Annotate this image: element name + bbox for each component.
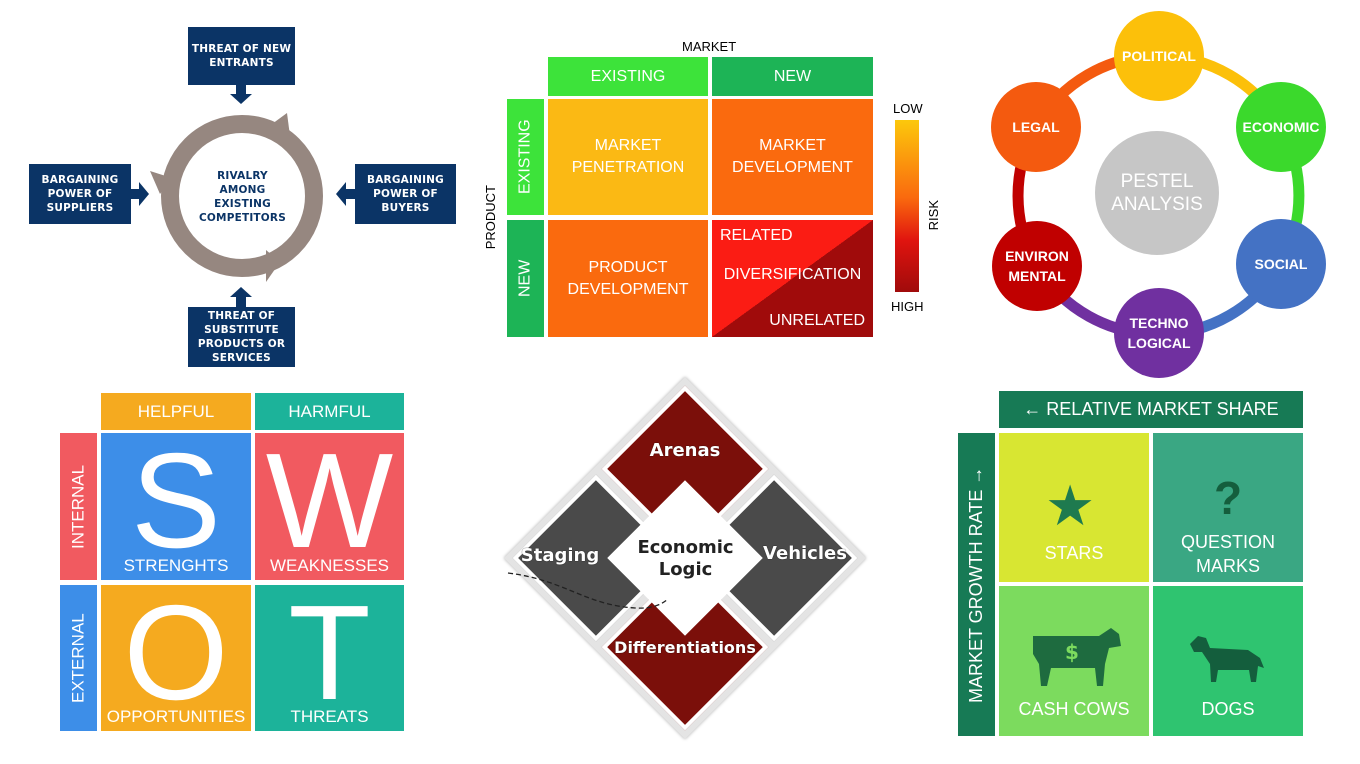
s-letter: S: [130, 425, 222, 576]
t-letter: T: [288, 577, 371, 728]
pestel-center: PESTEL ANALYSIS: [1095, 131, 1219, 255]
col-new: NEW: [712, 57, 873, 96]
cow-icon: $: [1033, 628, 1121, 686]
dogs-label: DOGS: [1201, 699, 1255, 719]
low-risk-label: LOW: [893, 101, 923, 116]
o-letter: O: [123, 577, 229, 728]
strengths-label: STRENGHTS: [123, 556, 229, 575]
row-new: NEW: [507, 220, 544, 337]
harmful-header: HARMFUL: [255, 393, 404, 430]
external-label: EXTERNAL: [60, 585, 97, 731]
buyer-power-box: BARGAINING POWER OF BUYERS: [355, 164, 456, 224]
differentiations-label: Differentiations: [614, 638, 756, 657]
arenas-label: Arenas: [649, 440, 721, 461]
col-existing: EXISTING: [548, 57, 708, 96]
rivalry-label: RIVALRY AMONG EXISTING COMPETITORS: [199, 170, 286, 224]
svg-text:$: $: [1065, 640, 1079, 664]
stars-cell: ★ STARS: [999, 433, 1149, 582]
vehicles-label: Vehicles: [763, 543, 847, 564]
related-label: RELATED: [720, 227, 793, 244]
risk-gradient-bar: [895, 120, 919, 292]
dog-icon: [1190, 636, 1264, 682]
high-risk-label: HIGH: [891, 299, 924, 314]
legal-node: LEGAL: [991, 82, 1081, 172]
w-letter: W: [265, 425, 394, 576]
market-development-cell: MARKET DEVELOPMENT: [712, 99, 873, 215]
cash-cows-cell: $ CASH COWS: [999, 586, 1149, 736]
economic-node: ECONOMIC: [1236, 82, 1326, 172]
opportunities-label: OPPORTUNITIES: [106, 707, 246, 726]
internal-label: INTERNAL: [60, 433, 97, 580]
helpful-header: HELPFUL: [101, 393, 251, 430]
threats-label: THREATS: [290, 707, 369, 726]
threat-new-entrants-box: THREAT OF NEW ENTRANTS: [188, 27, 295, 85]
market-penetration-cell: MARKET PENETRATION: [548, 99, 708, 215]
risk-label: RISK: [926, 200, 941, 231]
environmental-node: ENVIRON MENTAL: [992, 221, 1082, 311]
technological-node: TECHNO LOGICAL: [1114, 288, 1204, 378]
market-growth-axis: MARKET GROWTH RATE →: [958, 433, 995, 736]
porter-arrows: [130, 85, 355, 308]
political-node: POLITICAL: [1114, 11, 1204, 101]
dogs-cell: DOGS: [1153, 586, 1303, 736]
supplier-power-box: BARGAINING POWER OF SUPPLIERS: [29, 164, 131, 224]
market-axis-label: MARKET: [682, 39, 737, 54]
relative-market-share-header: ← RELATIVE MARKET SHARE: [999, 391, 1303, 428]
diversification-cell: RELATED DIVERSIFICATION UNRELATED: [712, 220, 873, 337]
row-existing: EXISTING: [507, 99, 544, 215]
stars-label: STARS: [1044, 543, 1104, 563]
dashed-curve: [507, 572, 669, 609]
question-marks-cell: ? QUESTION MARKS: [1153, 433, 1303, 582]
social-node: SOCIAL: [1236, 219, 1326, 309]
economic-logic-label: Economic Logic: [637, 537, 734, 580]
star-icon: ★: [1045, 474, 1096, 537]
product-development-cell: PRODUCT DEVELOPMENT: [548, 220, 708, 337]
unrelated-label: UNRELATED: [769, 312, 865, 329]
product-axis-label: PRODUCT: [483, 185, 498, 250]
rivalry-cycle-icon: [161, 115, 323, 277]
weaknesses-label: WEAKNESSES: [269, 556, 390, 575]
question-marks-label: QUESTION MARKS: [1180, 532, 1275, 576]
question-mark-icon: ?: [1213, 472, 1243, 524]
diversification-label: DIVERSIFICATION: [723, 266, 862, 283]
staging-label: Staging: [520, 545, 600, 566]
threat-substitutes-box: THREAT OF SUBSTITUTE PRODUCTS OR SERVICE…: [188, 307, 295, 367]
cash-cows-label: CASH COWS: [1018, 699, 1130, 719]
